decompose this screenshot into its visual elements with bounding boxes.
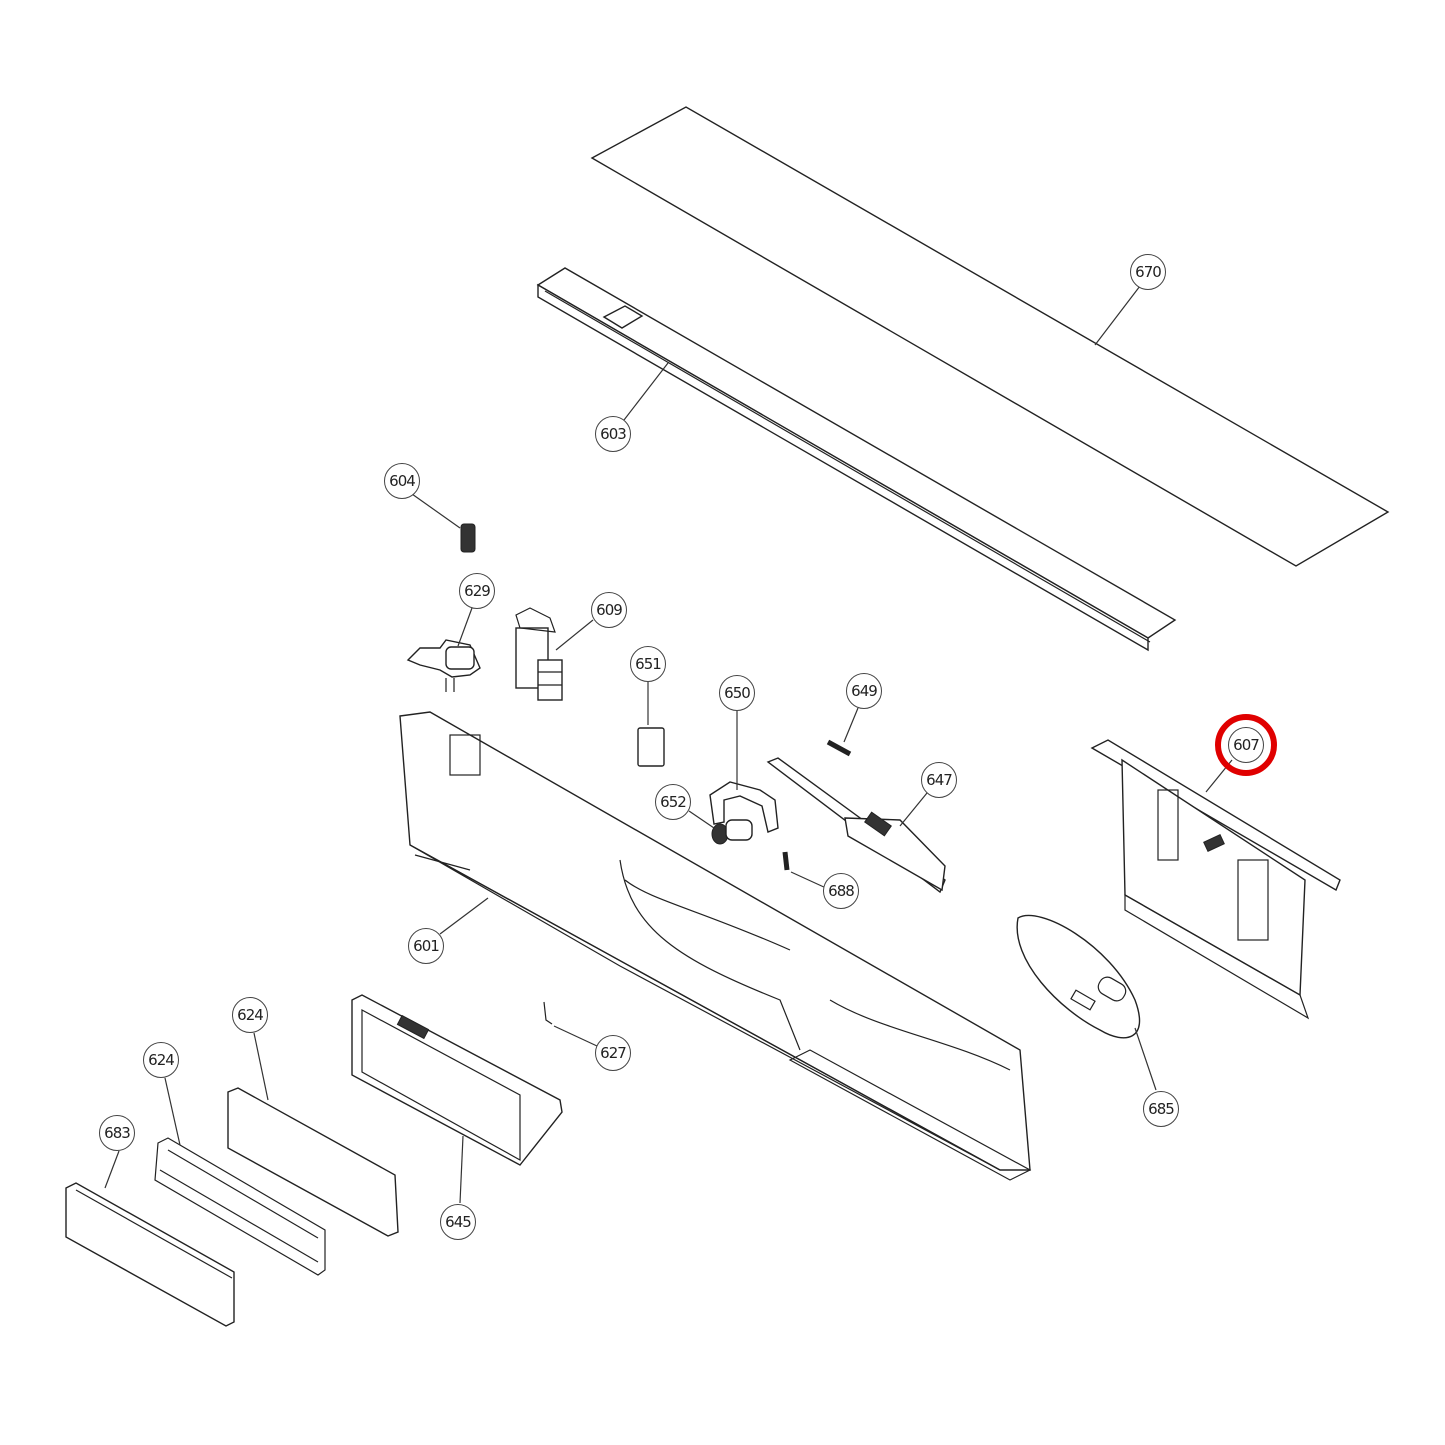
callout-670[interactable]: 670: [1130, 254, 1166, 290]
part-645-display-frame: [351, 994, 563, 1204]
callout-624a[interactable]: 624: [232, 997, 268, 1033]
callout-645[interactable]: 645: [440, 1204, 476, 1240]
part-601-housing: [399, 711, 1032, 1181]
callout-607[interactable]: 607: [1228, 727, 1264, 763]
callout-683[interactable]: 683: [99, 1115, 135, 1151]
callout-650[interactable]: 650: [719, 675, 755, 711]
callout-651[interactable]: 651: [630, 646, 666, 682]
callout-603[interactable]: 603: [595, 416, 631, 452]
callout-624b[interactable]: 624: [143, 1042, 179, 1078]
part-607-pcb-frame: [1090, 739, 1341, 1020]
part-652-knob: [688, 810, 753, 845]
part-604-spring: [411, 493, 476, 553]
callout-688[interactable]: 688: [823, 873, 859, 909]
part-627-wire: [543, 1001, 598, 1047]
part-650-bracket: [709, 711, 779, 833]
part-603-strip: [536, 267, 1177, 652]
part-624-bracket: [154, 1077, 326, 1276]
part-609-switch: [515, 607, 594, 701]
callout-685[interactable]: 685: [1143, 1091, 1179, 1127]
part-651-module: [637, 682, 665, 767]
part-685-film: [1016, 914, 1157, 1091]
callout-604[interactable]: 604: [384, 463, 420, 499]
part-647-slider: [766, 757, 946, 894]
part-629-button: [406, 607, 481, 692]
part-688-spring: [782, 851, 827, 889]
callout-649[interactable]: 649: [846, 673, 882, 709]
part-683-front-panel: [65, 1150, 235, 1327]
part-624-cover: [227, 1032, 399, 1237]
callout-609[interactable]: 609: [591, 592, 627, 628]
callout-601[interactable]: 601: [408, 928, 444, 964]
part-649-pin: [826, 707, 859, 757]
part-670-panel: [590, 106, 1390, 567]
callout-647[interactable]: 647: [921, 762, 957, 798]
callout-629[interactable]: 629: [459, 573, 495, 609]
callout-652[interactable]: 652: [655, 784, 691, 820]
callout-627[interactable]: 627: [595, 1035, 631, 1071]
